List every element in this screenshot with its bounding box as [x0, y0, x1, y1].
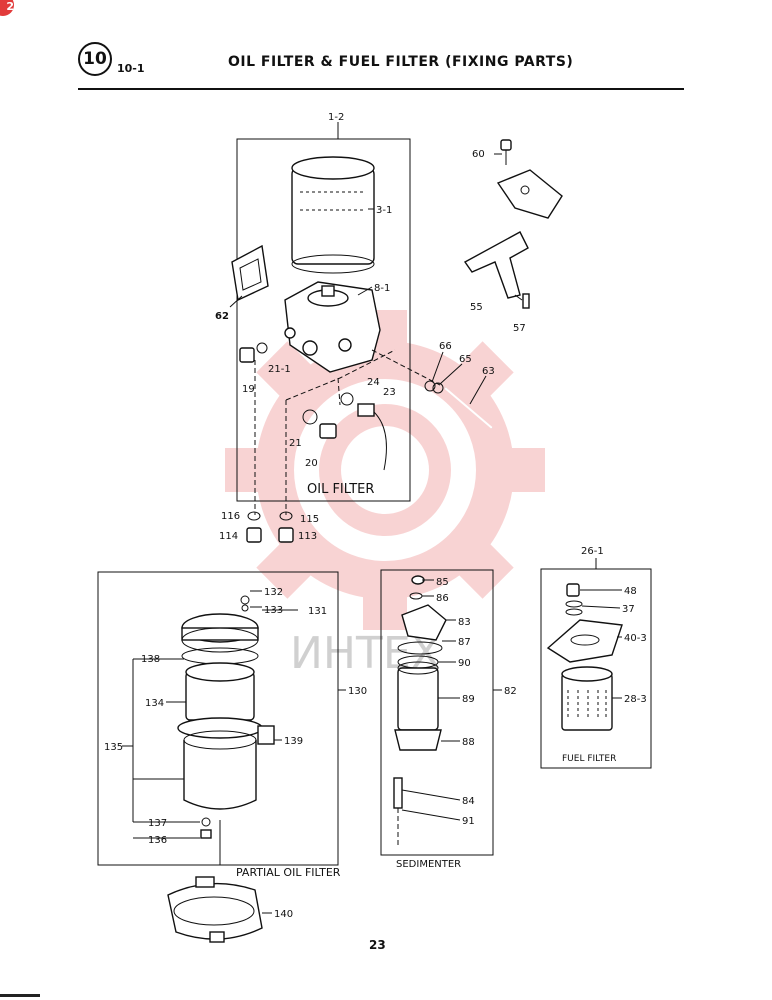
label-91: 91 [462, 816, 475, 827]
label-62: 62 [215, 311, 229, 322]
fuel-filter-group [540, 558, 652, 769]
filter-cartridge [291, 156, 375, 274]
label-57: 57 [513, 323, 526, 334]
sedimenter-group [380, 569, 502, 856]
caption-fuel-filter: FUEL FILTER [562, 754, 616, 764]
caption-oil-filter: OIL FILTER [307, 482, 374, 497]
label-132: 132 [264, 587, 283, 598]
label-131: 131 [308, 606, 327, 617]
label-113: 113 [298, 531, 317, 542]
label-23: 23 [383, 387, 396, 398]
label-85: 85 [436, 577, 449, 588]
corner-page-marker: 2 [0, 0, 14, 16]
label-134: 134 [145, 698, 164, 709]
label-115: 115 [300, 514, 319, 525]
drain-plugs [246, 511, 294, 543]
clamp-band [167, 876, 272, 943]
label-88: 88 [462, 737, 475, 748]
label-24: 24 [367, 377, 380, 388]
label-21: 21 [289, 438, 302, 449]
label-37: 37 [622, 604, 635, 615]
label-40-3: 40-3 [624, 633, 647, 644]
label-26-1: 26-1 [581, 546, 604, 557]
label-133: 133 [264, 605, 283, 616]
label-87: 87 [458, 637, 471, 648]
oil-filter-frame [236, 138, 411, 502]
label-114: 114 [219, 531, 238, 542]
label-60: 60 [472, 149, 485, 160]
label-21-1: 21-1 [268, 364, 291, 375]
label-116: 116 [221, 511, 240, 522]
label-19: 19 [242, 384, 255, 395]
oil-filter-group [229, 122, 441, 515]
filter-head [284, 281, 381, 373]
label-20: 20 [305, 458, 318, 469]
label-55: 55 [470, 302, 483, 313]
label-3-1: 3-1 [376, 205, 392, 216]
label-130: 130 [348, 686, 367, 697]
label-140: 140 [274, 909, 293, 920]
label-82: 82 [504, 686, 517, 697]
header-divider [78, 88, 684, 90]
label-137: 137 [148, 818, 167, 829]
label-63: 63 [482, 366, 495, 377]
label-89: 89 [462, 694, 475, 705]
label-83: 83 [458, 617, 471, 628]
partial-oil-filter-group [97, 571, 346, 866]
label-138: 138 [141, 654, 160, 665]
caption-partial-oil-filter: PARTIAL OIL FILTER [236, 866, 341, 879]
label-90: 90 [458, 658, 471, 669]
label-66: 66 [439, 341, 452, 352]
label-86: 86 [436, 593, 449, 604]
label-1-2: 1-2 [328, 112, 344, 123]
page-title: OIL FILTER & FUEL FILTER (FIXING PARTS) [228, 54, 574, 70]
scan-edge-bar [0, 994, 40, 997]
label-65: 65 [459, 354, 472, 365]
watermark-gear-logo [225, 310, 545, 630]
long-bolt [424, 351, 493, 429]
plug-19 [239, 347, 255, 363]
caption-sedimenter: SEDIMENTER [396, 859, 461, 870]
label-135: 135 [104, 742, 123, 753]
section-subnumber: 10-1 [117, 62, 145, 75]
gasket-shape [231, 244, 269, 302]
label-84: 84 [462, 796, 475, 807]
label-8-1: 8-1 [374, 283, 390, 294]
bracket-assembly [463, 139, 563, 309]
label-48: 48 [624, 586, 637, 597]
label-139: 139 [284, 736, 303, 747]
label-28-3: 28-3 [624, 694, 647, 705]
label-136: 136 [148, 835, 167, 846]
section-number-badge: 10 [78, 42, 112, 76]
page-number: 23 [369, 938, 386, 952]
